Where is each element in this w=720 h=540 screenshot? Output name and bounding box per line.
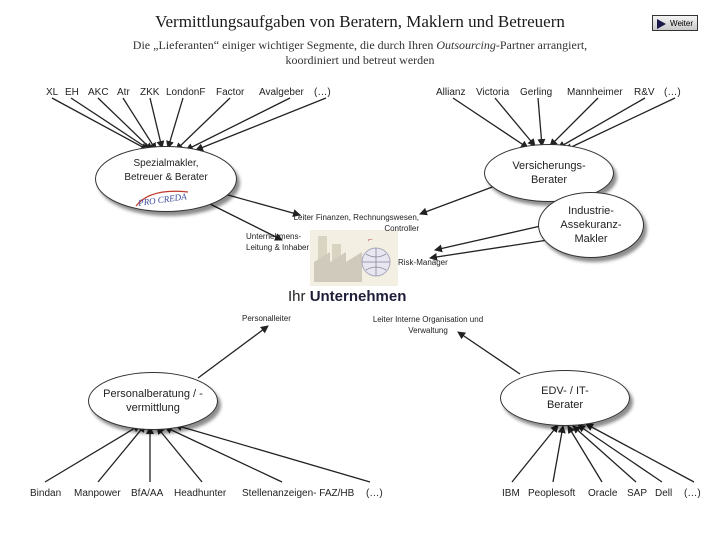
arrow-etc-top-left [196, 98, 326, 150]
company-name: Unternehmen [310, 288, 407, 305]
page-subtitle: Die „Lieferanten“ einiger wichtiger Segm… [120, 38, 600, 68]
company-prefix: Ihr [288, 288, 306, 305]
label-etc-bottom-right: (…) [684, 488, 701, 499]
arrow-zkk [150, 98, 162, 148]
arrow-ibm [512, 425, 558, 482]
node-industrie-makler: Industrie- Assekuranz- Makler [538, 192, 644, 258]
svg-text:⌐: ⌐ [368, 235, 373, 244]
arrow-atr [123, 98, 156, 150]
label-etc-top-right: (…) [664, 87, 681, 98]
arrow-akc [98, 98, 152, 150]
play-icon [657, 19, 666, 29]
label-sap: SAP [627, 488, 647, 499]
arrow-headhunter [157, 427, 202, 482]
label-avalgeber: Avalgeber [259, 87, 304, 98]
arrow-etc-top-right [565, 98, 675, 150]
label-headhunter: Headhunter [174, 488, 226, 499]
subtitle-italic: Outsourcing [436, 38, 496, 52]
arrow-rv [558, 98, 645, 148]
role-personalleiter: Personalleiter [242, 314, 291, 323]
arrow-peoplesoft [553, 426, 563, 482]
arrow-industrie-risk2 [435, 225, 545, 250]
subtitle-part1: Die „Lieferanten“ einiger wichtiger Segm… [133, 38, 437, 52]
arrow-etc-bottom-right [586, 424, 694, 482]
next-button[interactable]: Weiter [652, 15, 698, 31]
label-oracle: Oracle [588, 488, 617, 499]
arrow-eh [71, 98, 150, 150]
node-edv-berater: EDV- / IT- Berater [500, 370, 630, 426]
arrow-gerling [538, 98, 542, 146]
arrow-xl [52, 98, 148, 150]
role-organisation: Leiter Interne Organisation und Verwaltu… [372, 314, 484, 336]
node-spezialmakler-label: Spezialmakler, Betreuer & Berater [120, 157, 212, 185]
label-etc-top-left: (…) [314, 87, 331, 98]
arrow-allianz [453, 98, 528, 148]
label-ibm: IBM [502, 488, 520, 499]
arrow-londonf [168, 98, 183, 148]
label-dell: Dell [655, 488, 672, 499]
role-leitung: Unternehmens- Leitung & Inhaber [246, 231, 322, 253]
role-risk: Risk-Manager [398, 258, 448, 267]
label-eh: EH [65, 87, 79, 98]
arrow-etc-bottom-left [175, 425, 370, 482]
label-victoria: Victoria [476, 87, 509, 98]
label-atr: Atr [117, 87, 130, 98]
node-industrie-label: Industrie- Assekuranz- Makler [554, 204, 628, 246]
arrow-bindan [45, 425, 140, 482]
label-rv: R&V [634, 87, 655, 98]
label-akc: AKC [88, 87, 109, 98]
label-bfa: BfA/AA [131, 488, 163, 499]
node-versicherungsberater-label: Versicherungs- Berater [509, 159, 589, 187]
pro-creda-logo: PRO CREDA [130, 186, 200, 212]
label-londonf: LondonF [166, 87, 205, 98]
svg-text:PRO CREDA: PRO CREDA [137, 191, 188, 208]
label-factor: Factor [216, 87, 244, 98]
arrow-dell [578, 425, 662, 482]
arrow-oracle [568, 426, 602, 482]
label-stellenanzeigen: Stellenanzeigen- FAZ/HB [242, 488, 354, 499]
arrow-personal-personalleiter [198, 326, 268, 378]
label-xl: XL [46, 87, 58, 98]
node-personalberatung: Personalberatung / -vermittlung [88, 372, 218, 430]
label-manpower: Manpower [74, 488, 121, 499]
company-label: Ihr Unternehmen [288, 288, 406, 305]
arrow-industrie-risk [430, 240, 548, 258]
arrow-edv-organisation [458, 332, 520, 374]
arrow-avalgeber [186, 98, 290, 150]
arrow-manpower [98, 425, 145, 482]
label-allianz: Allianz [436, 87, 465, 98]
label-mannheimer: Mannheimer [567, 87, 623, 98]
label-gerling: Gerling [520, 87, 552, 98]
label-zkk: ZKK [140, 87, 159, 98]
node-personalberatung-label: Personalberatung / -vermittlung [98, 387, 208, 415]
page-title: Vermittlungsaufgaben von Beratern, Makle… [0, 12, 720, 32]
arrow-stellenanzeigen [165, 427, 282, 482]
next-button-label: Weiter [670, 19, 693, 28]
node-edv-label: EDV- / IT- Berater [530, 384, 600, 412]
label-etc-bottom-left: (…) [366, 488, 383, 499]
arrow-vers-finanzen [420, 186, 495, 214]
label-bindan: Bindan [30, 488, 61, 499]
label-peoplesoft: Peoplesoft [528, 488, 575, 499]
